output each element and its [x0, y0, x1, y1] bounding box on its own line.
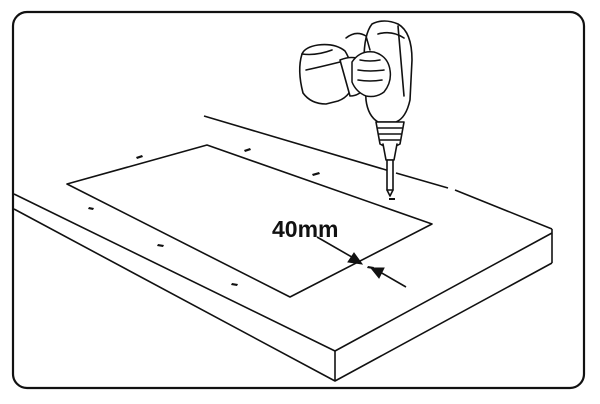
- worktop-slab: [13, 115, 553, 382]
- hand-icon: [345, 32, 392, 98]
- dimension-indicator: [316, 236, 407, 288]
- cutout-outline: [66, 144, 433, 298]
- dimension-arrow-line-right: [379, 271, 407, 288]
- dimension-arrowhead-left: [347, 252, 364, 265]
- worktop-back-edge-right: [454, 189, 553, 230]
- fixing-mark: [389, 198, 395, 200]
- dimension-arrow-line-left: [316, 236, 358, 261]
- fixing-marks: [88, 148, 395, 286]
- worktop-back-edge-left: [203, 115, 394, 173]
- fixing-mark: [157, 244, 164, 247]
- fixing-mark: [244, 148, 251, 152]
- fixing-mark: [312, 172, 320, 176]
- fixing-mark: [231, 283, 238, 286]
- fixing-mark: [88, 207, 94, 210]
- worktop-back-edge-mid: [395, 172, 449, 189]
- dimension-arrowhead-right: [369, 267, 385, 279]
- fixing-mark: [136, 155, 143, 159]
- dimension-label: 40mm: [272, 216, 338, 242]
